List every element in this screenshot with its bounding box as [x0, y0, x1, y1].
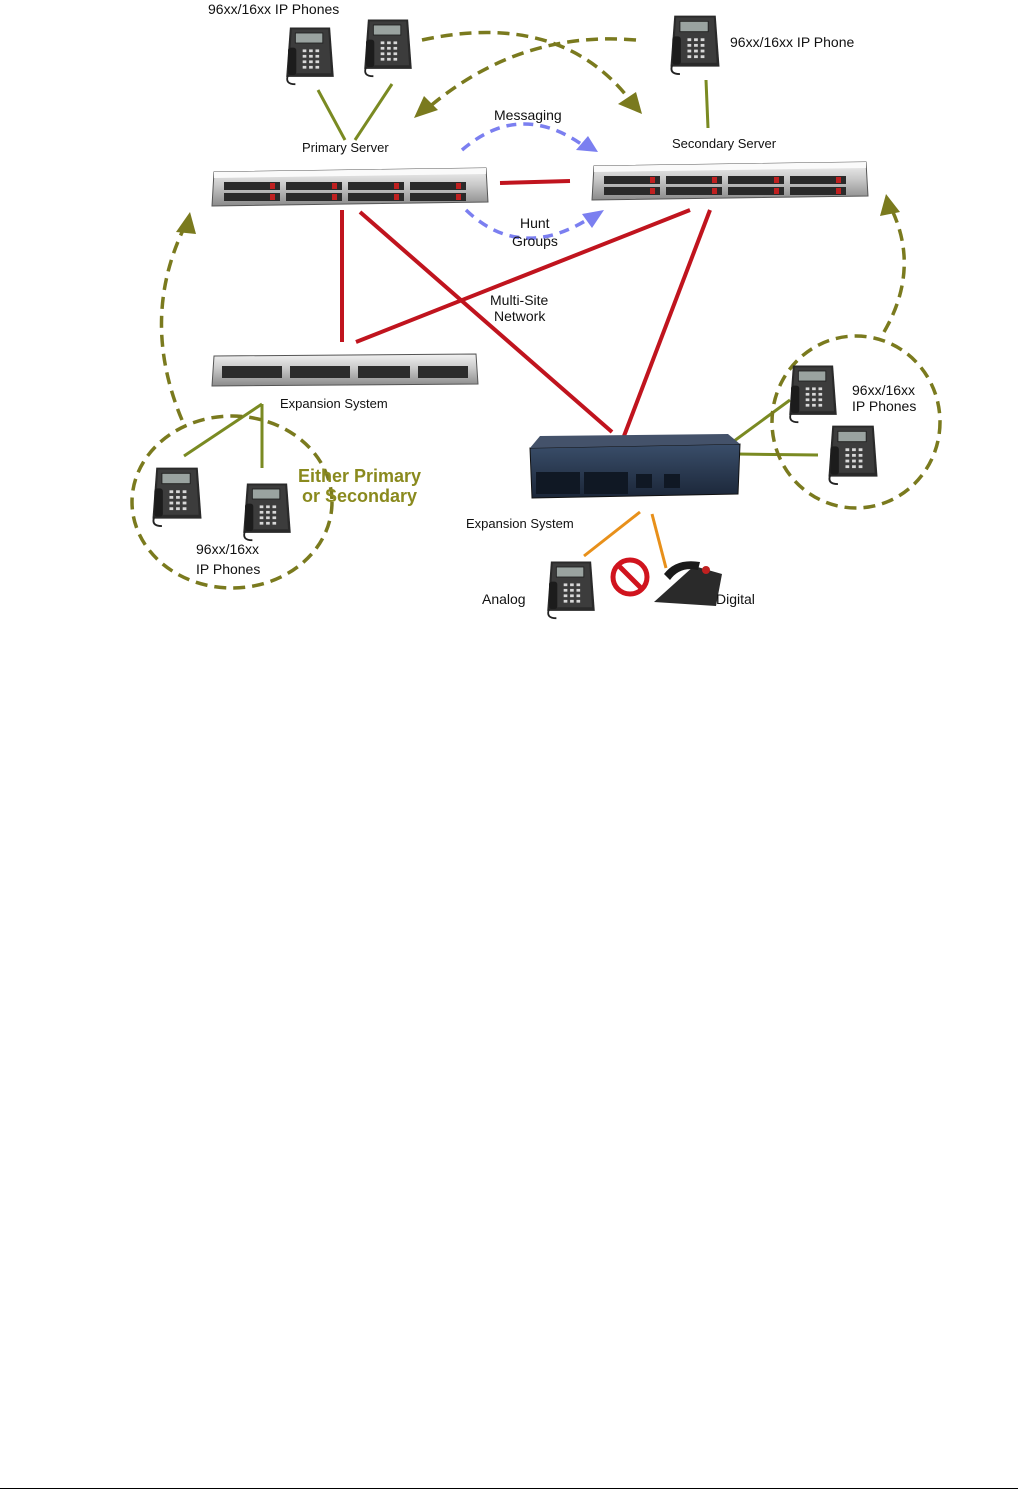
label-or-secondary: or Secondary: [302, 486, 417, 506]
expansion-system-left: [211, 353, 479, 387]
label-messaging: Messaging: [494, 107, 562, 123]
desk-phone-icon: [285, 26, 335, 86]
label-right-phones-1: 96xx/16xx: [852, 382, 915, 398]
label-network: Network: [494, 308, 546, 324]
label-multisite: Multi-Site: [490, 292, 549, 308]
service-arcs: [460, 122, 604, 240]
label-digital: Digital: [716, 591, 755, 607]
primary-server: [211, 167, 489, 207]
digital-phone-icon: [654, 561, 722, 606]
analog-links: [583, 510, 668, 569]
page-bottom-rule: [0, 1488, 1018, 1489]
label-analog: Analog: [482, 591, 526, 607]
desk-phone-icon: [151, 466, 203, 528]
desk-phone-icon: [827, 424, 879, 486]
link-secondary-expansion-left: [355, 208, 691, 344]
link-primary-secondary: [499, 179, 571, 185]
label-left-phones-2: IP Phones: [196, 561, 260, 577]
phone-links: [183, 79, 819, 468]
secondary-server: [591, 161, 869, 201]
no-entry-icon: [610, 557, 650, 597]
failover-arcs: [130, 30, 942, 590]
label-top-right-ip-phone: 96xx/16xx IP Phone: [730, 34, 854, 50]
desk-phone-icon: [242, 482, 292, 542]
label-expansion-left: Expansion System: [280, 396, 388, 411]
label-hunt: Hunt: [520, 215, 550, 231]
label-right-phones-2: IP Phones: [852, 398, 916, 414]
right-phone-group-ring: [770, 334, 942, 510]
label-left-phones-1: 96xx/16xx: [196, 541, 259, 557]
label-primary-server: Primary Server: [302, 140, 389, 155]
left-phone-group-ring: [130, 414, 334, 590]
desk-phone-icon: [788, 364, 838, 424]
label-either-primary: Either Primary: [298, 466, 421, 486]
label-groups: Groups: [512, 233, 558, 249]
network-links: [340, 179, 712, 437]
desk-phone-icon: [363, 18, 413, 78]
label-secondary-server: Secondary Server: [672, 136, 777, 151]
link-primary-expansion-right: [358, 210, 614, 434]
messaging-arc: [460, 122, 586, 152]
expansion-system-right: [529, 434, 741, 499]
label-expansion-right: Expansion System: [466, 516, 574, 531]
label-top-ip-phones: 96xx/16xx IP Phones: [208, 1, 339, 17]
desk-phone-icon: [546, 560, 596, 620]
network-diagram: 96xx/16xx IP Phones 96xx/16xx IP Phone P…: [130, 1, 942, 620]
link-secondary-expansion-right: [622, 209, 712, 437]
desk-phone-icon: [669, 14, 721, 76]
